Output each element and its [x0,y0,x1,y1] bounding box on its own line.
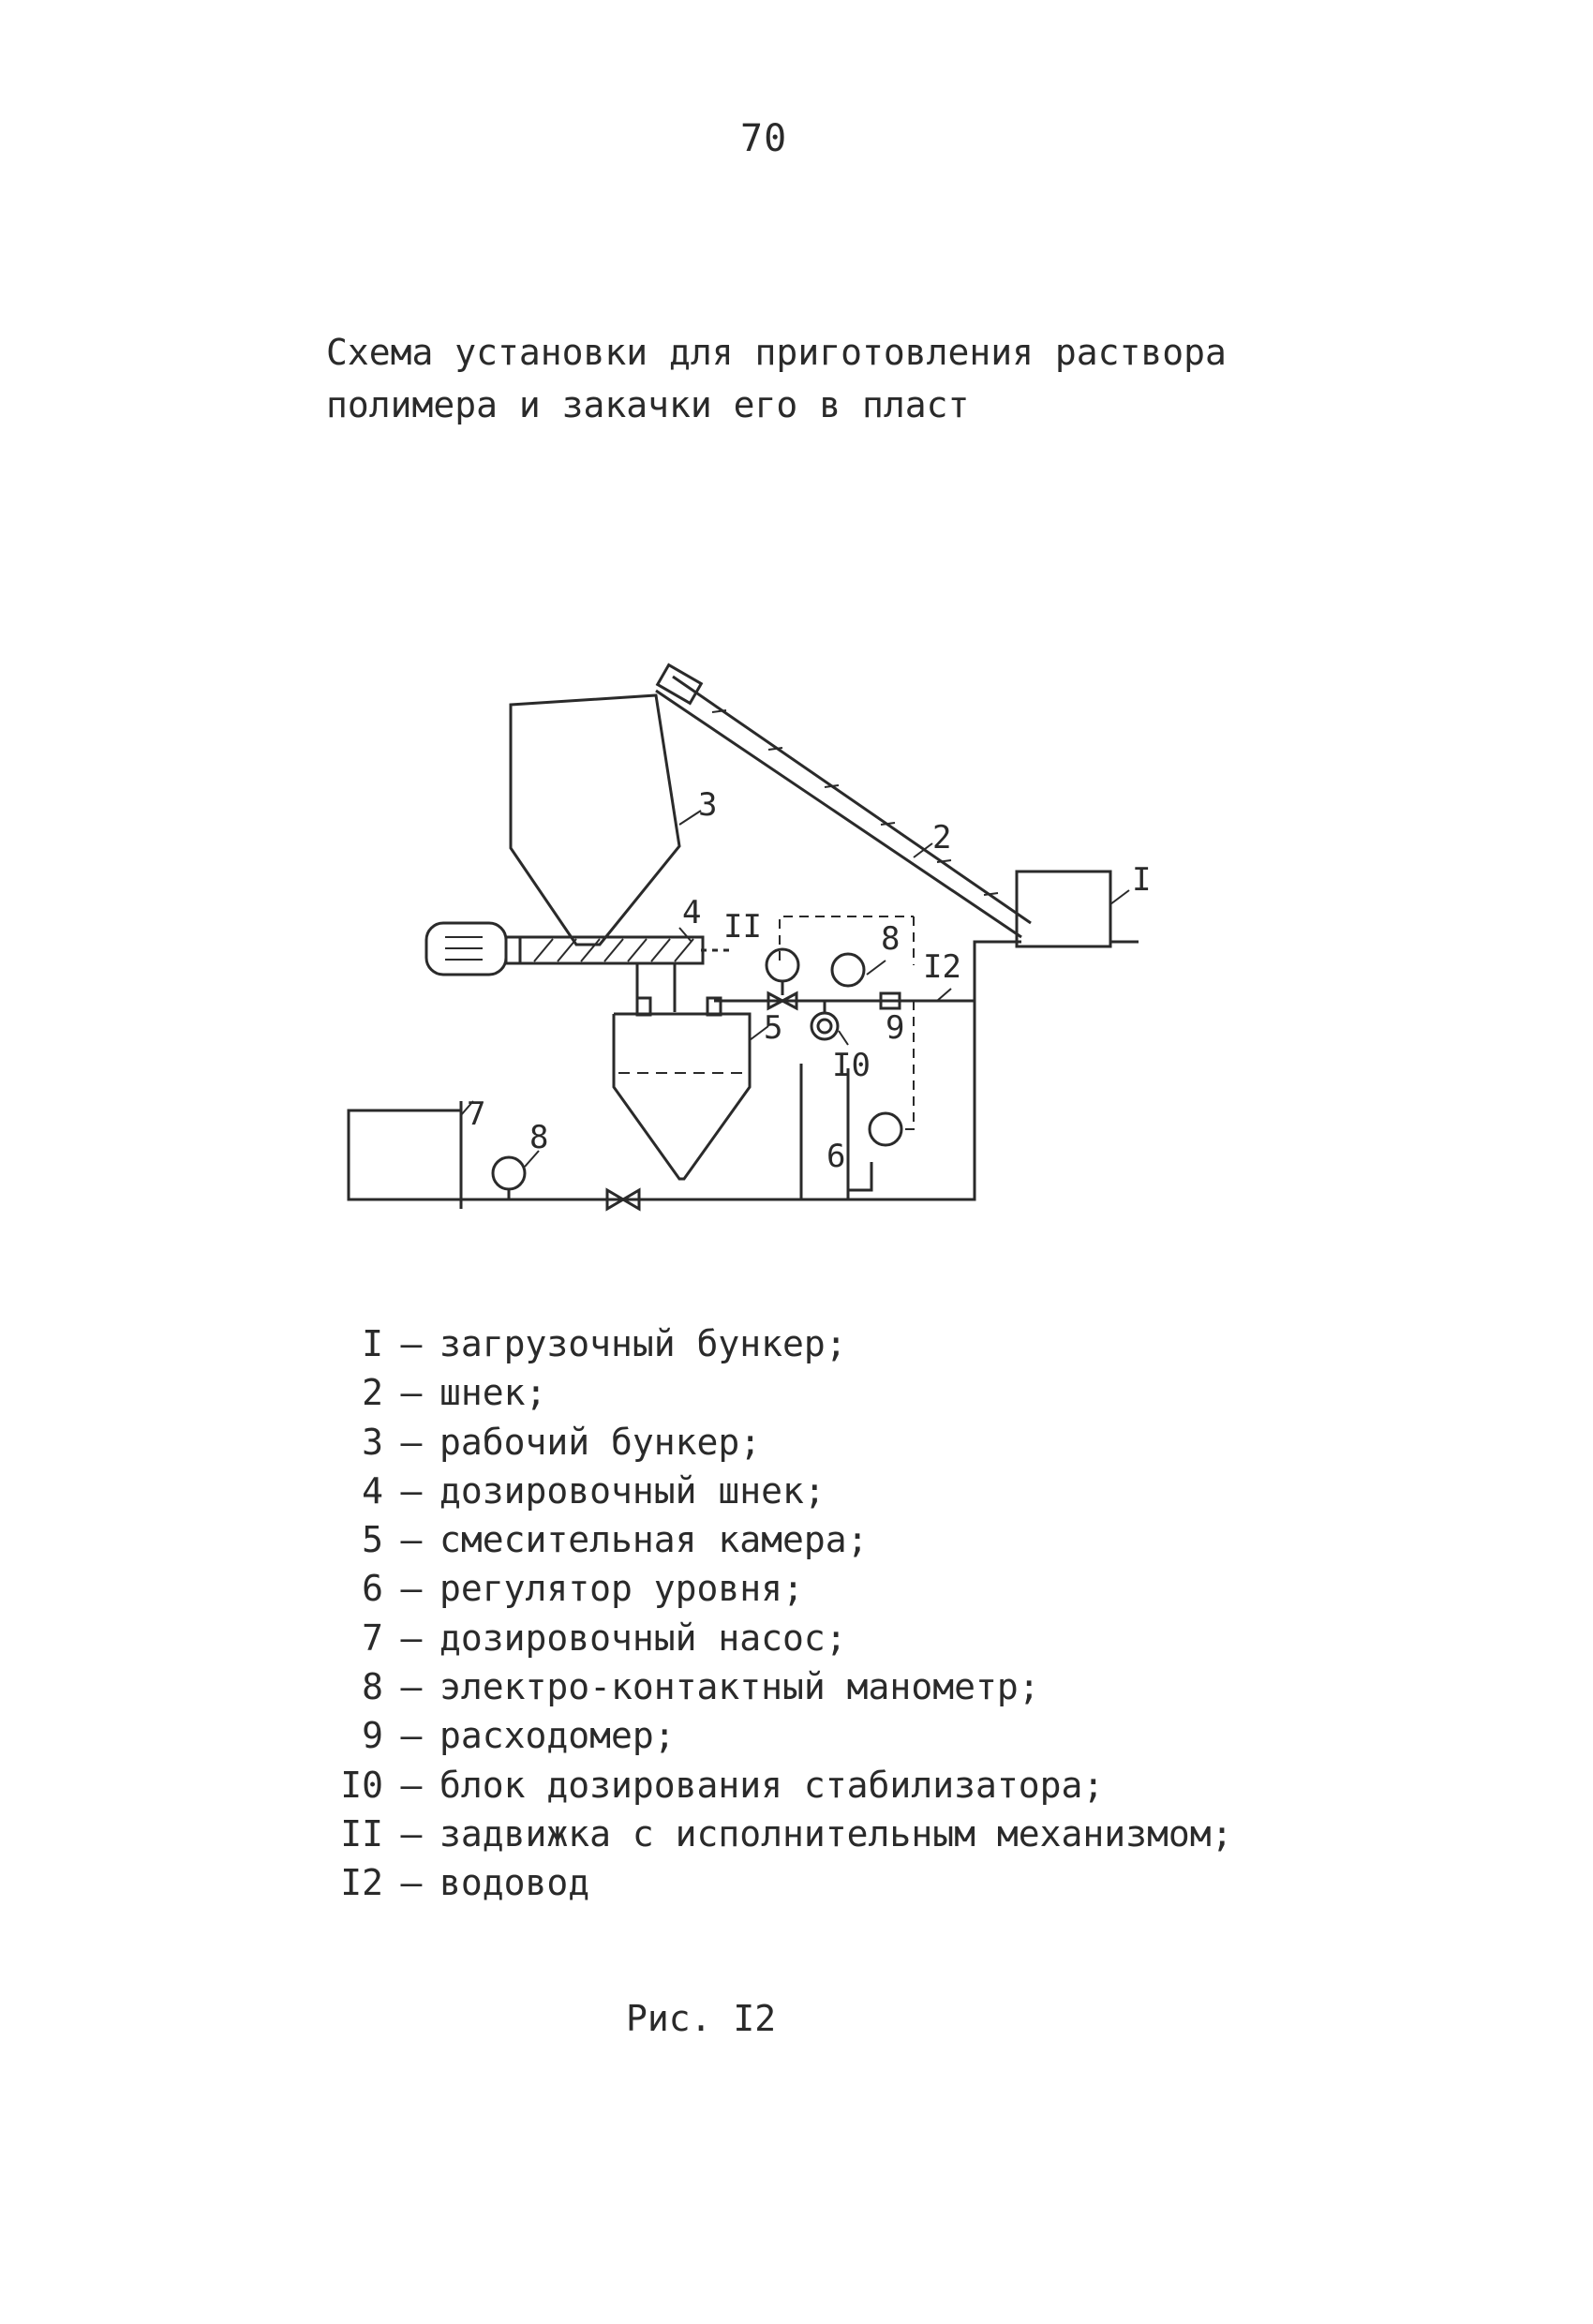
legend-number: 7 [362,1616,383,1659]
label-11: II [723,908,762,946]
legend-text: электро-контактный манометр; [439,1666,1040,1708]
legend-separator: – [400,1323,423,1364]
legend-separator: – [400,1764,423,1806]
control-lines [779,916,915,1130]
label-1: I [1132,861,1151,899]
legend-text: смесительная камера; [439,1519,869,1561]
loading-hopper [1015,870,1139,948]
title-line-1: Схема установки для приготовления раство… [326,332,1227,373]
legend-separator: – [400,1666,423,1708]
legend-item: 4 – дозировочный шнек; [333,1467,1232,1515]
label-5: 5 [764,1009,782,1047]
label-8-upper: 8 [881,920,900,958]
label-10: I0 [832,1047,871,1084]
legend-separator: – [400,1715,423,1757]
legend-number: 4 [362,1469,383,1512]
legend-separator: – [400,1812,423,1855]
legend-number: 6 [362,1568,383,1610]
legend: I – загрузочный бункер; 2 – шнек; 3 – ра… [333,1319,1232,1908]
level-regulator [868,1111,903,1147]
diagram-title: Схема установки для приготовления раство… [326,326,1227,431]
label-2: 2 [932,819,951,857]
gate-valve-actuator [765,947,800,1011]
legend-separator: – [400,1469,423,1512]
legend-item: I2 – водовод [333,1858,1232,1907]
screw-conveyor [655,663,1032,939]
legend-separator: – [400,1372,423,1414]
legend-number: I [362,1323,383,1364]
legend-text: задвижка с исполнительным механизмом; [439,1812,1233,1855]
manometer-upper [830,952,866,988]
legend-item: 2 – шнек; [333,1368,1232,1417]
leader-lines [460,810,1130,1168]
working-hopper [509,693,681,946]
legend-text: регулятор уровня; [439,1568,804,1610]
water-main [675,940,1021,1201]
label-9: 9 [886,1009,904,1047]
stabilizer-dosing-unit [810,1001,840,1041]
legend-text: загрузочный бункер; [439,1323,847,1364]
legend-item: 8 – электро-контактный манометр; [333,1662,1232,1711]
dosing-pump [347,1101,675,1209]
legend-text: дозировочный шнек; [439,1469,826,1512]
label-6: 6 [826,1138,845,1175]
legend-number: I2 [340,1862,383,1904]
legend-text: расходомер; [439,1715,676,1757]
legend-text: шнек; [439,1372,547,1414]
legend-separator: – [400,1862,423,1904]
label-12: I2 [923,948,961,986]
legend-number: II [340,1812,383,1855]
legend-number: 8 [362,1666,383,1708]
legend-number: 2 [362,1372,383,1414]
legend-separator: – [400,1616,423,1659]
mixing-chamber [612,996,752,1181]
legend-item: 3 – рабочий бункер; [333,1418,1232,1467]
legend-text: блок дозирования стабилизатора; [439,1764,1105,1806]
flowmeter [879,991,901,1010]
label-7: 7 [467,1095,485,1133]
legend-text: дозировочный насос; [439,1616,847,1659]
legend-item: I – загрузочный бункер; [333,1319,1232,1368]
legend-number: 5 [362,1519,383,1561]
legend-number: 9 [362,1715,383,1757]
legend-text: рабочий бункер; [439,1421,762,1463]
legend-separator: – [400,1519,423,1561]
dosing-screw [424,921,729,1012]
label-4: 4 [682,894,701,931]
legend-number: 3 [362,1421,383,1463]
label-8-lower: 8 [529,1119,548,1156]
legend-item: 9 – расходомер; [333,1711,1232,1760]
legend-item: 5 – смесительная камера; [333,1515,1232,1564]
legend-separator: – [400,1568,423,1610]
manometer-lower [491,1155,527,1199]
legend-item: 6 – регулятор уровня; [333,1564,1232,1613]
outlet-valve [605,1187,641,1212]
legend-text: водовод [439,1862,590,1904]
page-number: 70 [740,117,788,160]
legend-item: II – задвижка с исполнительным механизмо… [333,1810,1232,1858]
legend-item: 7 – дозировочный насос; [333,1614,1232,1662]
legend-separator: – [400,1421,423,1463]
figure-caption: Рис. I2 [626,1998,777,2039]
legend-number: I0 [340,1764,383,1806]
label-3: 3 [698,786,717,824]
title-line-2: полимера и закачки его в пласт [326,384,970,425]
legend-item: I0 – блок дозирования стабилизатора; [333,1761,1232,1810]
